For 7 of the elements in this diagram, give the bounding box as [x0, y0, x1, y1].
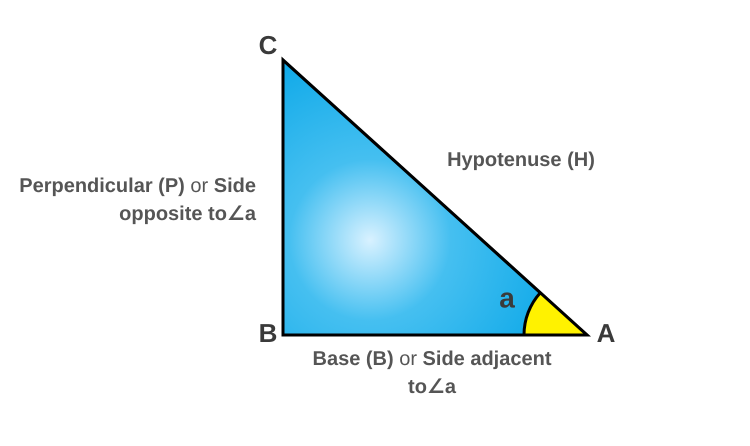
- vertex-label: A: [596, 316, 616, 350]
- angle-label: a: [498, 281, 516, 316]
- side-label: Perpendicular (P) or Side opposite to∠a: [18, 174, 256, 227]
- vertex-label: B: [258, 316, 278, 350]
- vertex-label: C: [258, 28, 278, 62]
- side-label: Hypotenuse (H): [446, 148, 596, 173]
- side-label: Base (B) or Side adjacent to∠a: [312, 347, 552, 400]
